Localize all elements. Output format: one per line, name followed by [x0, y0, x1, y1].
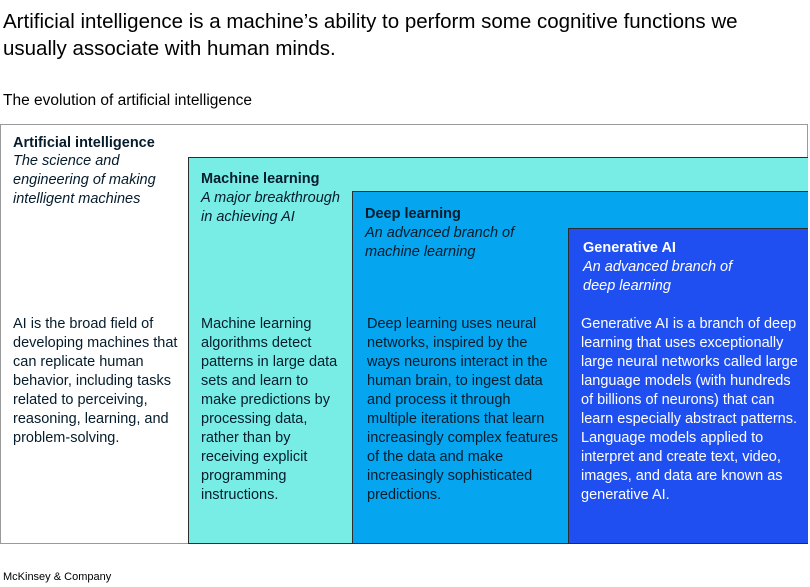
ai-description: AI is the broad field of developing mach…	[13, 316, 178, 446]
company-logo-text: McKinsey & Company	[3, 571, 112, 583]
ml-tagline: A major breakthrough in achieving AI	[201, 190, 340, 225]
ml-title: Machine learning	[201, 171, 320, 187]
gai-tagline: An advanced branch of deep learning	[583, 259, 733, 294]
gai-description: Generative AI is a branch of deep learni…	[581, 316, 798, 503]
gai-title: Generative AI	[583, 240, 676, 256]
ai-title: Artificial intelligence	[13, 135, 155, 151]
headline: Artificial intelligence is a machine’s a…	[3, 10, 738, 60]
dl-tagline: An advanced branch of machine learning	[365, 225, 515, 260]
generative-ai-box	[568, 228, 808, 544]
dl-title: Deep learning	[365, 206, 461, 222]
dl-description: Deep learning uses neural networks, insp…	[367, 316, 559, 503]
ai-tagline: The science and engineering of making in…	[13, 153, 156, 207]
diagram-subheading: The evolution of artificial intelligence	[3, 92, 252, 109]
ml-description: Machine learning algorithms detect patte…	[201, 316, 338, 503]
